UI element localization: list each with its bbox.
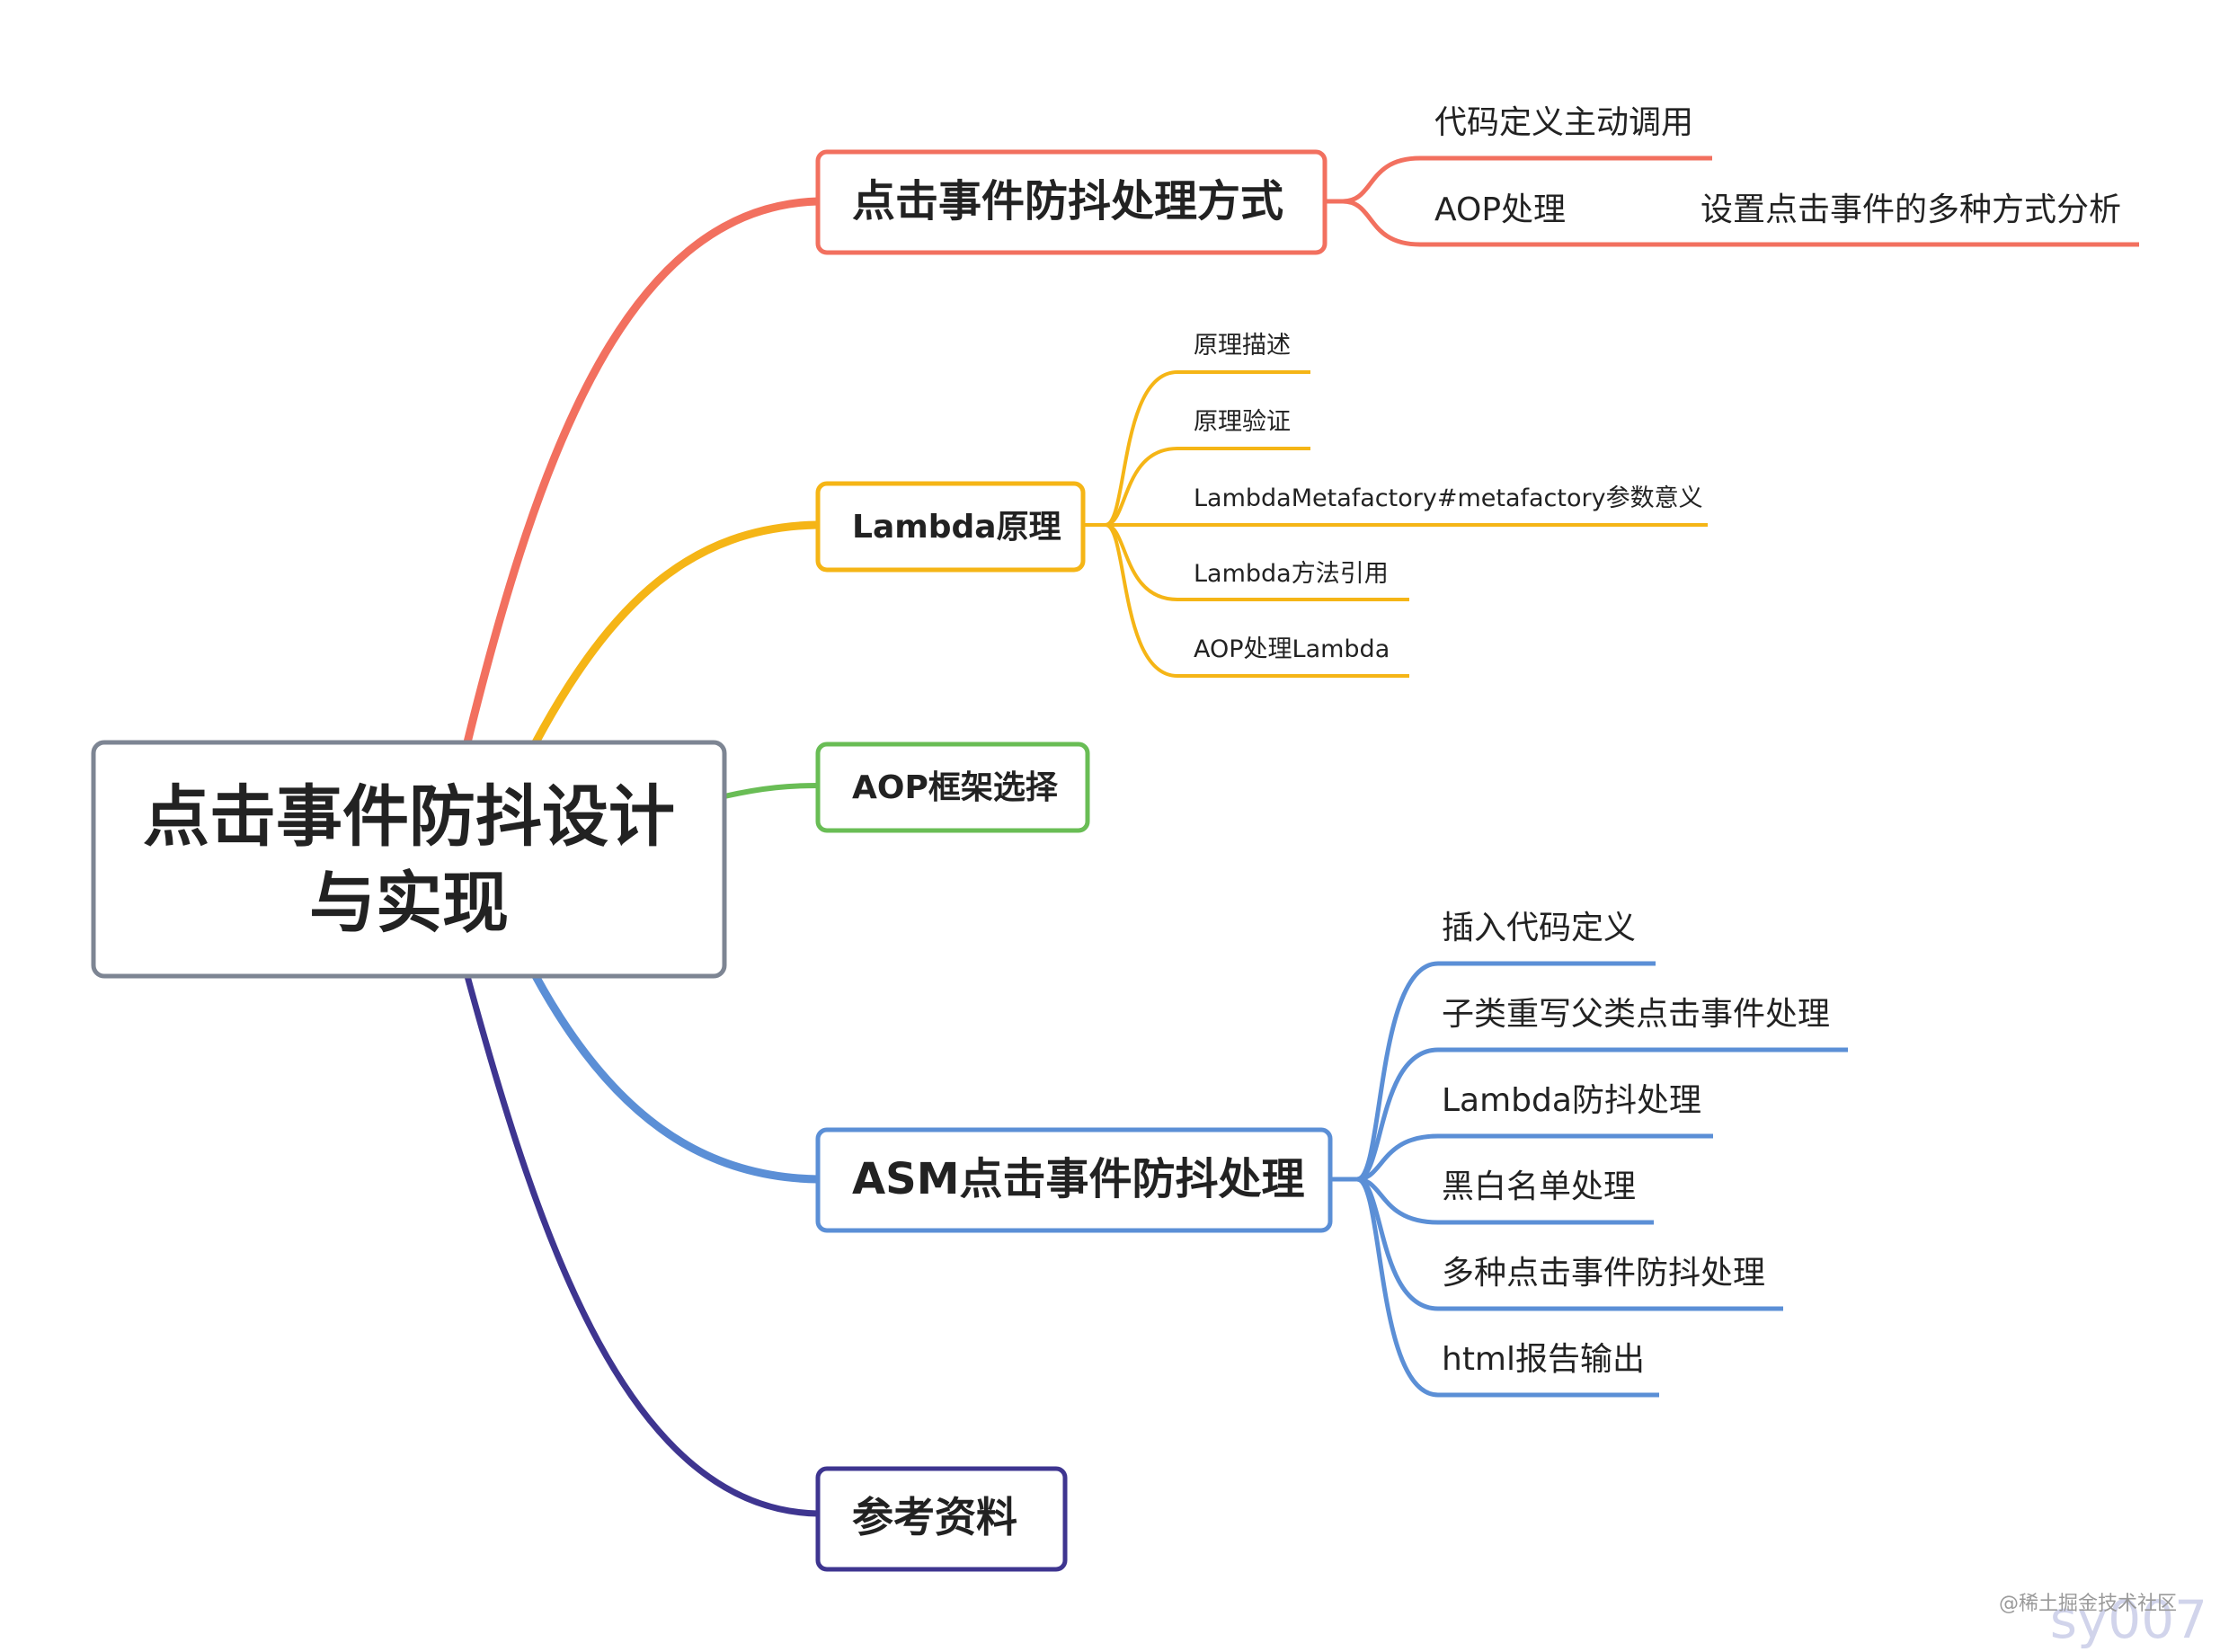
topic-lambda-debounce[interactable]: Lambda防抖处理 xyxy=(1442,1082,1701,1119)
topic-aop-processing[interactable]: AOP处理 xyxy=(1434,191,1566,228)
branch-node-asm-debounce[interactable]: ASM点击事件防抖处理 xyxy=(815,1127,1333,1233)
branch-node-references[interactable]: 参考资料 xyxy=(815,1466,1068,1572)
topic-metafactory-params[interactable]: LambdaMetafactory#metafactory参数意义 xyxy=(1194,484,1703,512)
connector-branch-4 xyxy=(532,973,819,1184)
topic-subclass-override[interactable]: 子类重写父类点击事件处理 xyxy=(1442,996,1830,1033)
branch-label: AOP框架选择 xyxy=(852,769,1059,806)
branch-label: 参考资料 xyxy=(852,1493,1017,1541)
watermark-site: @稀土掘金技术社区 xyxy=(1998,1593,2177,1615)
branch-label: 点击事件防抖处理方式 xyxy=(852,176,1283,226)
branch-label: Lambda原理 xyxy=(852,509,1061,546)
topic-principle-verification[interactable]: 原理验证 xyxy=(1194,408,1291,436)
topic-aop-lambda[interactable]: AOP处理Lambda xyxy=(1194,635,1390,663)
topic-click-event-setup-analysis[interactable]: 设置点击事件的多种方式分析 xyxy=(1701,191,2121,228)
connector-branch-1 xyxy=(463,197,819,744)
topic-black-white-list[interactable]: 黑白名单处理 xyxy=(1442,1168,1636,1205)
topic-html-report[interactable]: html报告输出 xyxy=(1442,1341,1645,1378)
topic-principle-description[interactable]: 原理描述 xyxy=(1194,332,1291,360)
topic-lambda-method-reference[interactable]: Lambda方法引用 xyxy=(1194,560,1389,588)
branch-node-click-debounce-methods[interactable]: 点击事件防抖处理方式 xyxy=(815,149,1328,255)
topic-code-define-active-call[interactable]: 代码定义主动调用 xyxy=(1434,104,1693,141)
connector-branch-2 xyxy=(532,520,819,745)
root-node[interactable]: 点击事件防抖设计 与实现 xyxy=(91,740,727,979)
root-title-line-2: 与实现 xyxy=(309,865,509,942)
branch-1-children xyxy=(1325,155,2139,247)
watermark-user: sy007 xyxy=(2049,1589,2207,1650)
branch-2-children xyxy=(1083,370,1708,678)
branch-node-lambda-principle[interactable]: Lambda原理 xyxy=(815,481,1086,573)
root-title-line-1: 点击事件防抖设计 xyxy=(143,778,675,856)
branch-label: ASM点击事件防抖处理 xyxy=(852,1154,1305,1204)
connector-branch-3 xyxy=(724,783,819,799)
connector-branch-5 xyxy=(464,975,819,1517)
topic-multi-click-debounce[interactable]: 多种点击事件防抖处理 xyxy=(1442,1255,1765,1292)
topic-insert-code-definition[interactable]: 插入代码定义 xyxy=(1442,910,1636,946)
branch-node-aop-framework-choice[interactable]: AOP框架选择 xyxy=(815,742,1090,833)
branch-4-children xyxy=(1330,961,1848,1398)
